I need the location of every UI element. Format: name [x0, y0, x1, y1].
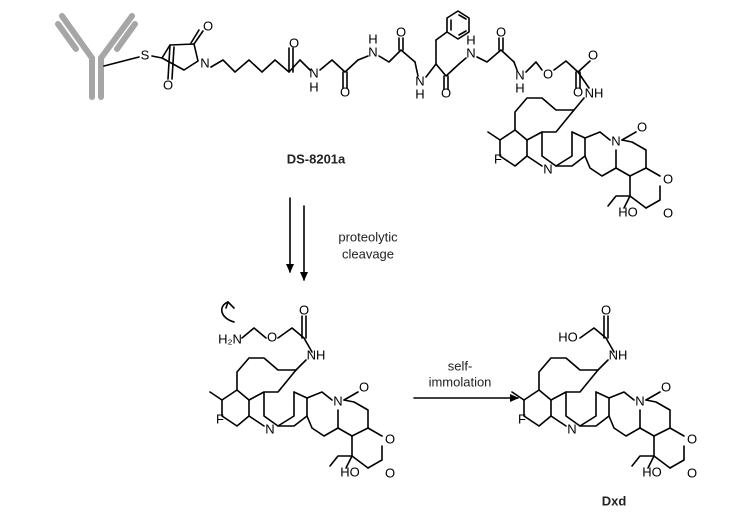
atom-o-imide-bottom: O: [163, 77, 173, 92]
atom-n-3: N: [415, 73, 424, 88]
intermediate-structure: H₂N O O NH F N N O O O HO: [209, 301, 395, 480]
atom-f-1: F: [494, 151, 502, 166]
atom-n-imide: N: [200, 55, 209, 70]
atom-ho-dxd: HO: [558, 329, 578, 344]
atom-o-ring-3: O: [661, 379, 671, 394]
atom-o-ether: O: [543, 66, 553, 81]
atom-n-quin-3: N: [567, 421, 576, 436]
atom-o-dxd: O: [601, 302, 611, 317]
atom-o-6: O: [573, 84, 583, 99]
adc-name-label: DS-8201a: [287, 151, 346, 166]
atom-h-3: H: [415, 86, 424, 101]
atom-o-3: O: [396, 24, 406, 39]
atom-h-4: H: [466, 32, 475, 47]
atom-o-carbonyl-3: O: [687, 465, 697, 480]
atom-n-2: N: [368, 44, 377, 59]
atom-nh-int: NH: [307, 347, 326, 362]
atom-f-2: F: [216, 411, 224, 426]
atom-nh-exatecan: NH: [585, 85, 604, 100]
atom-o-lactone-3: O: [687, 431, 697, 446]
atom-ho-1: HO: [618, 204, 638, 219]
atom-o-amide: O: [588, 47, 598, 62]
atom-o-int-2: O: [299, 302, 309, 317]
proteolytic-cleavage-arrow: [286, 197, 308, 281]
payload-name-label: Dxd: [602, 493, 627, 508]
atom-n-ring-2: N: [333, 393, 342, 408]
atom-o-ring-1: O: [637, 119, 647, 134]
atom-h2n: H₂N: [218, 331, 242, 346]
atom-ho-2: HO: [340, 464, 360, 479]
step1-label-line1: proteolytic: [338, 229, 398, 244]
atom-o-carbonyl-1: O: [663, 205, 673, 220]
exatecan-core-1: F N N O O O HO: [487, 97, 673, 220]
dxd-structure: HO O NH F N N O O O HO: [511, 302, 697, 480]
atom-o-carbonyl-2: O: [385, 465, 395, 480]
atom-h-2: H: [368, 31, 377, 46]
atom-n-4: N: [466, 45, 475, 60]
atom-s: S: [141, 47, 150, 62]
atom-n-quin-2: N: [265, 421, 274, 436]
atom-o-lactone-1: O: [663, 171, 673, 186]
atom-o-int: O: [267, 329, 277, 344]
atom-o-4: O: [441, 85, 451, 100]
atom-n-1: N: [309, 65, 318, 80]
antibody-icon: [55, 13, 138, 100]
atom-o-imide-top: O: [203, 18, 213, 33]
atom-n-quin-1: N: [543, 161, 552, 176]
atom-nh-dxd: NH: [609, 347, 628, 362]
atom-f-3: F: [518, 411, 526, 426]
atom-o-lactone-2: O: [385, 431, 395, 446]
atom-o-5: O: [496, 24, 506, 39]
step2-label-line1: self-: [448, 358, 473, 373]
atom-n-ring-3: N: [635, 393, 644, 408]
atom-n-5: N: [515, 67, 524, 82]
step1-label-line2: cleavage: [342, 246, 394, 261]
atom-h-5: H: [515, 80, 524, 95]
linker-structure: S O O N O N H O N H O N H: [103, 10, 604, 111]
atom-o-1: O: [289, 35, 299, 50]
atom-h-1: H: [309, 79, 318, 94]
step2-label-line2: immolation: [429, 374, 492, 389]
atom-o-2: O: [340, 84, 350, 99]
atom-n-ring-1: N: [611, 133, 620, 148]
atom-o-ring-2: O: [359, 379, 369, 394]
atom-ho-3: HO: [642, 464, 662, 479]
